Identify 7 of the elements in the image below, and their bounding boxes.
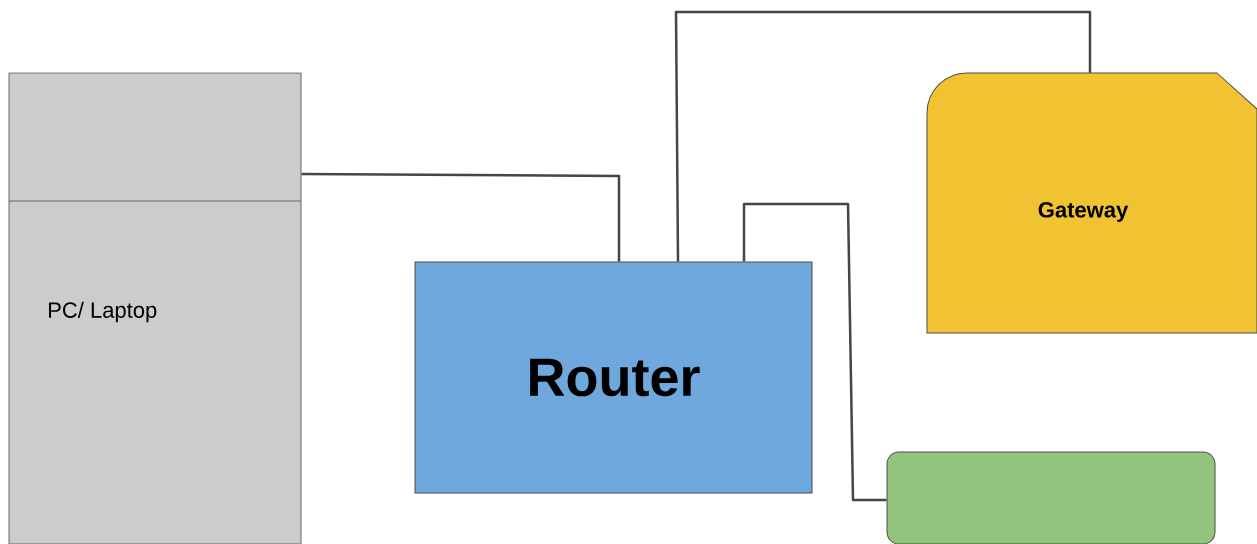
connector-line [301,172,621,262]
connector-line [674,10,1092,262]
connector-line [742,202,887,502]
gateway-box: Gateway [926,72,1257,334]
device-box [886,451,1216,544]
router-box: Router [414,261,813,494]
computer-box: PC/ Laptop [8,72,302,544]
